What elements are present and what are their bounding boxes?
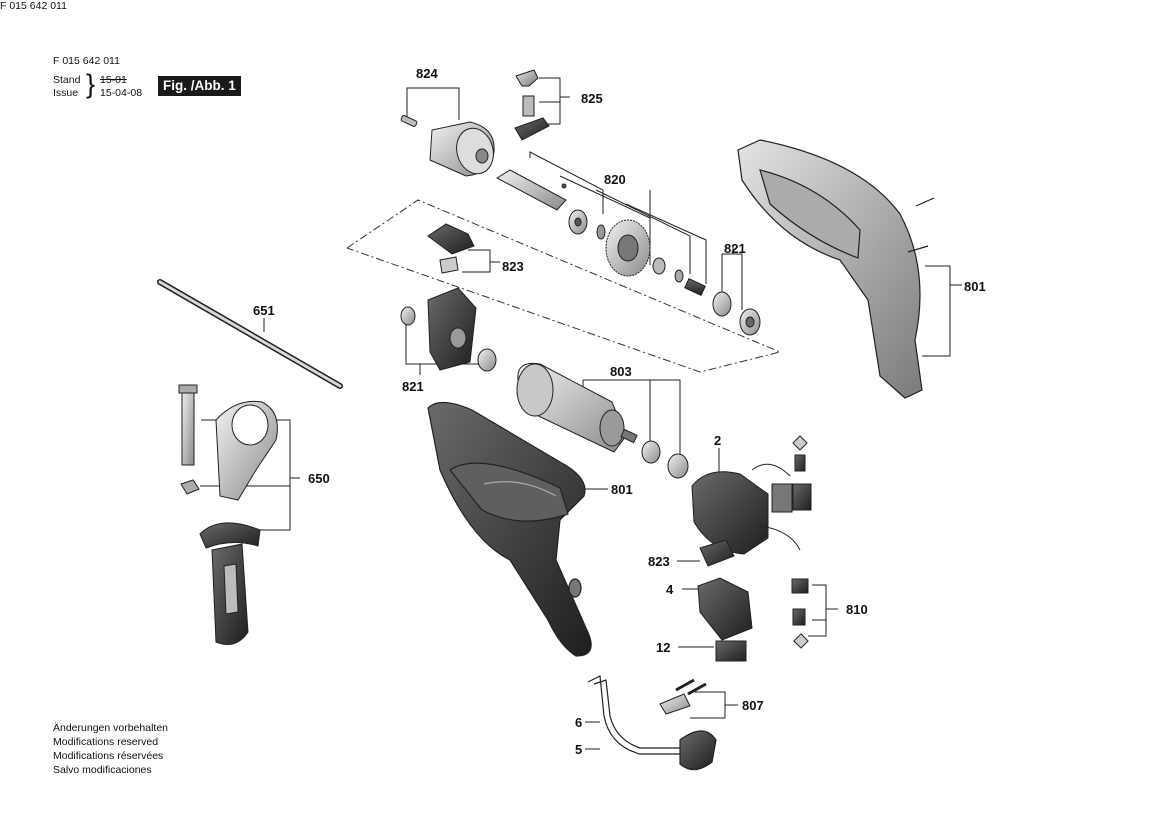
aux-handle-set xyxy=(178,384,278,645)
leader-820 xyxy=(529,151,604,214)
capacitor xyxy=(715,640,747,662)
brush-parts-upper xyxy=(792,435,812,511)
leader-801-upper xyxy=(922,265,951,357)
document-number-text: F 015 642 011 xyxy=(53,55,120,67)
leader-810 xyxy=(808,584,827,637)
gear-train xyxy=(568,209,761,336)
label-12: 12 xyxy=(656,640,670,655)
revision-labels: Stand Issue xyxy=(53,74,80,100)
housing-half-right xyxy=(737,139,935,399)
revision-brace: } xyxy=(86,69,96,99)
drill-body xyxy=(427,401,592,657)
label-825: 825 xyxy=(581,91,603,106)
revision-label-stand: Stand xyxy=(53,74,81,86)
switch xyxy=(697,577,753,641)
label-650: 650 xyxy=(308,471,330,486)
revision-value-issue: 15-04-08 xyxy=(100,87,143,99)
latch-parts xyxy=(514,69,550,141)
cable-clamp xyxy=(659,678,707,715)
brush-holders xyxy=(791,578,809,649)
modification-notes: Änderungen vorbehalten Modifications res… xyxy=(53,721,168,777)
label-801-upper: 801 xyxy=(964,279,986,294)
switch-cap-upper xyxy=(427,223,475,274)
revision-values: 15-01 15-04-08 xyxy=(100,74,142,100)
label-821-upper: 821 xyxy=(724,241,746,256)
leader-803 xyxy=(583,379,681,456)
leader-823-upper xyxy=(462,249,491,273)
label-820: 820 xyxy=(604,172,626,187)
revision-label-issue: Issue xyxy=(53,87,79,99)
leader-821-upper xyxy=(721,253,743,310)
bearing-block xyxy=(400,287,497,372)
drill-chuck xyxy=(400,115,495,177)
label-4: 4 xyxy=(666,582,674,597)
leader-825 xyxy=(539,77,561,125)
label-5: 5 xyxy=(575,742,582,757)
label-823-lower: 823 xyxy=(648,554,670,569)
label-6: 6 xyxy=(575,715,582,730)
motor-field xyxy=(691,463,801,555)
assembly-guide xyxy=(346,199,782,373)
note-en: Modifications reserved xyxy=(53,736,159,748)
switch-cap-lower xyxy=(699,539,735,567)
label-821-lower: 821 xyxy=(402,379,424,394)
label-810: 810 xyxy=(846,602,868,617)
note-de: Änderungen vorbehalten xyxy=(53,722,169,734)
label-651: 651 xyxy=(253,303,275,318)
armature xyxy=(516,362,689,479)
document-number: F 015 642 011 xyxy=(0,0,67,12)
note-fr: Modifications réservées xyxy=(53,750,164,762)
revision-value-stand: 15-01 xyxy=(100,74,127,86)
leader-824 xyxy=(406,87,460,120)
figure-badge: Fig. /Abb. 1 xyxy=(158,76,241,96)
power-cord xyxy=(587,675,717,771)
label-801-lower: 801 xyxy=(611,482,633,497)
label-807: 807 xyxy=(742,698,764,713)
spindle xyxy=(495,169,567,211)
label-823-upper: 823 xyxy=(502,259,524,274)
leader-807 xyxy=(690,691,726,719)
label-2: 2 xyxy=(714,433,721,448)
note-es: Salvo modificaciones xyxy=(53,764,152,776)
label-824: 824 xyxy=(416,66,438,81)
label-803: 803 xyxy=(610,364,632,379)
